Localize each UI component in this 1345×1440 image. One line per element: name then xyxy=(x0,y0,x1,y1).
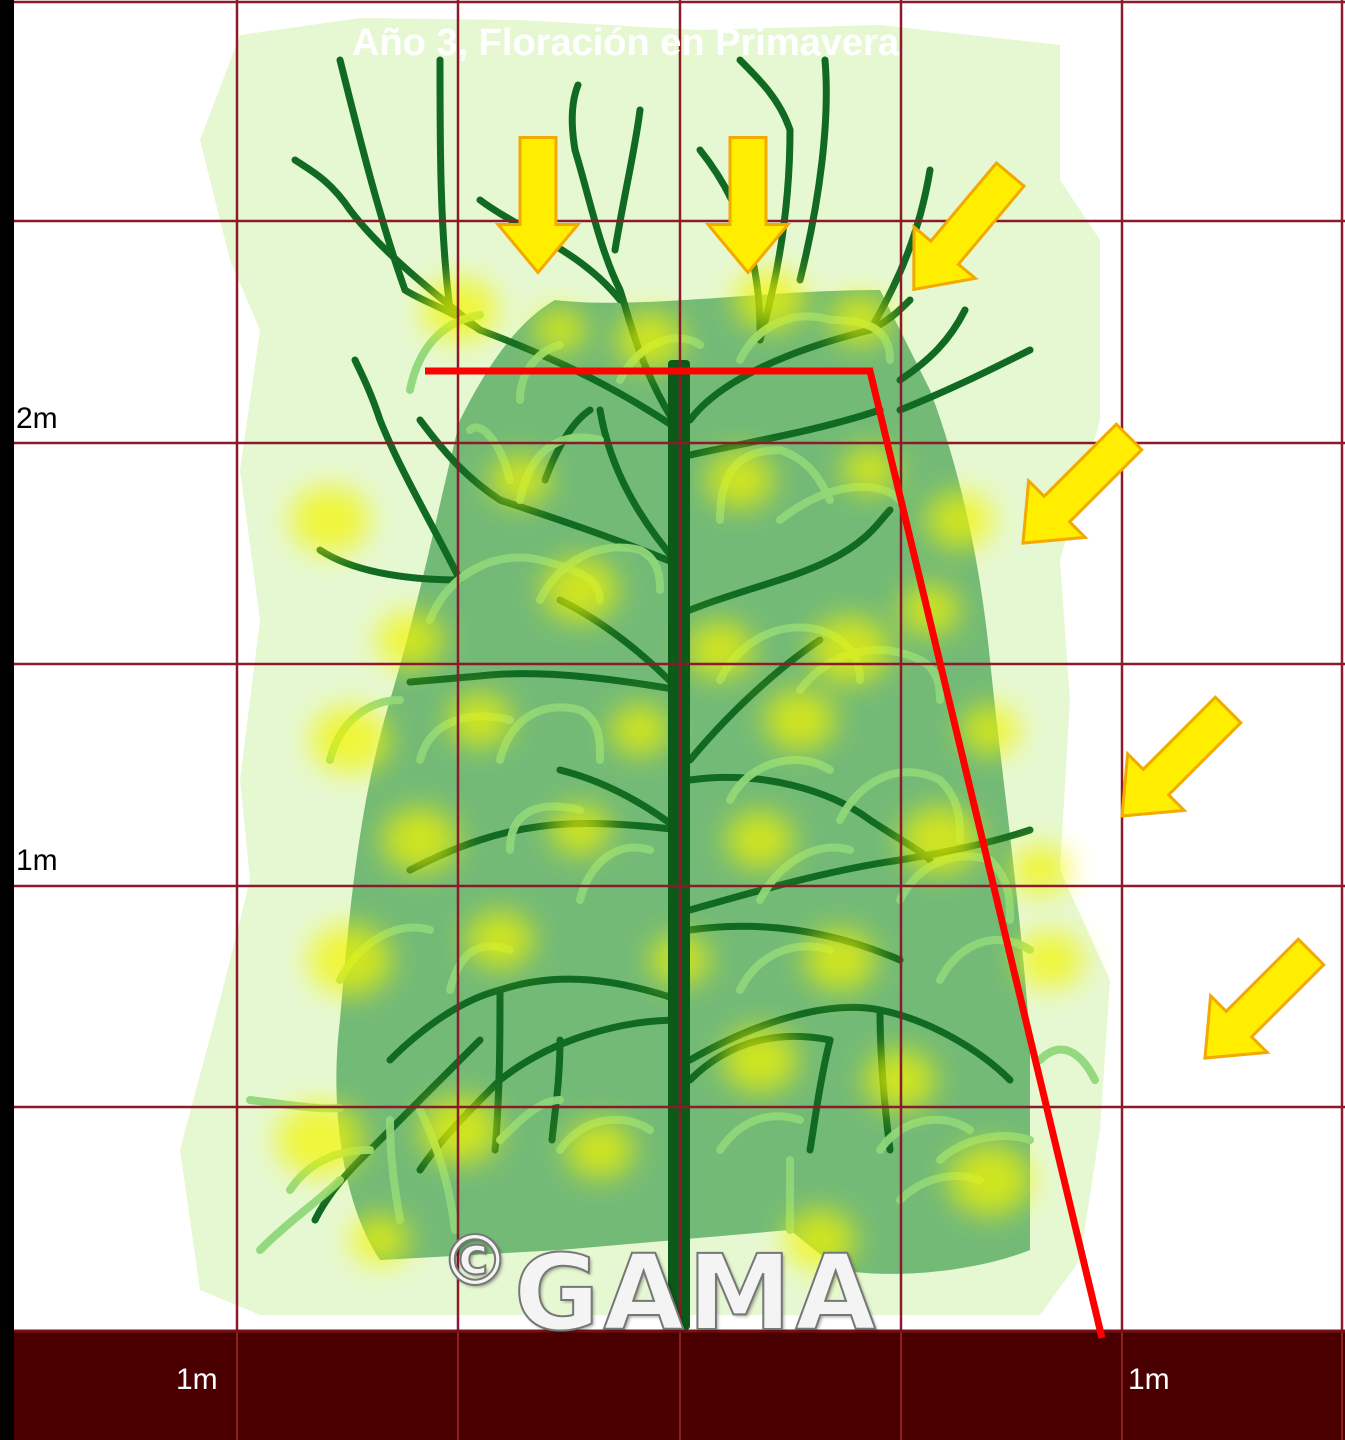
blossom-glow xyxy=(382,808,458,873)
blossom-glow xyxy=(542,558,618,623)
blossom-glow xyxy=(926,491,994,549)
copyright-symbol: © xyxy=(440,1220,514,1302)
blossom-glow xyxy=(308,924,392,995)
blossom-glow xyxy=(686,621,754,679)
blossom-glow xyxy=(350,1215,410,1266)
ground-label-right: 1m xyxy=(1128,1365,1170,1395)
blossom-glow xyxy=(830,295,890,346)
blossom-glow xyxy=(566,1121,634,1179)
blossom-glow xyxy=(734,269,806,330)
watermark-text: GAMA xyxy=(514,1232,880,1354)
blossom-glow xyxy=(726,811,794,869)
blossom-glow xyxy=(1010,845,1070,896)
blossom-glow xyxy=(490,455,550,506)
blossom-glow xyxy=(706,451,774,509)
blossom-glow xyxy=(960,705,1020,756)
blossom-glow xyxy=(900,806,980,874)
blossom-glow xyxy=(948,1144,1032,1215)
blossom-glow xyxy=(310,706,390,774)
blossom-glow xyxy=(276,1103,364,1178)
diagram-title: Año 3, Floración en Primavera xyxy=(352,22,899,65)
blossom-glow xyxy=(1016,931,1084,989)
blossom-glow xyxy=(764,689,836,750)
blossom-glow xyxy=(810,616,890,684)
blossom-glow xyxy=(376,611,444,669)
blossom-glow xyxy=(722,1028,798,1093)
blossom-glow xyxy=(534,308,586,352)
height-label-1m: 1m xyxy=(16,846,58,876)
copyright-watermark: ©GAMA xyxy=(440,1220,880,1354)
blossom-glow xyxy=(804,929,876,990)
blossom-glow xyxy=(550,805,610,856)
blossom-glow xyxy=(466,911,534,969)
blossom-glow xyxy=(422,278,498,343)
blossom-glow xyxy=(290,486,370,554)
left-frame-strip xyxy=(0,0,14,1440)
ground-label-left: 1m xyxy=(176,1365,218,1395)
blossom-glow xyxy=(610,705,670,756)
height-label-2m: 2m xyxy=(16,404,58,434)
